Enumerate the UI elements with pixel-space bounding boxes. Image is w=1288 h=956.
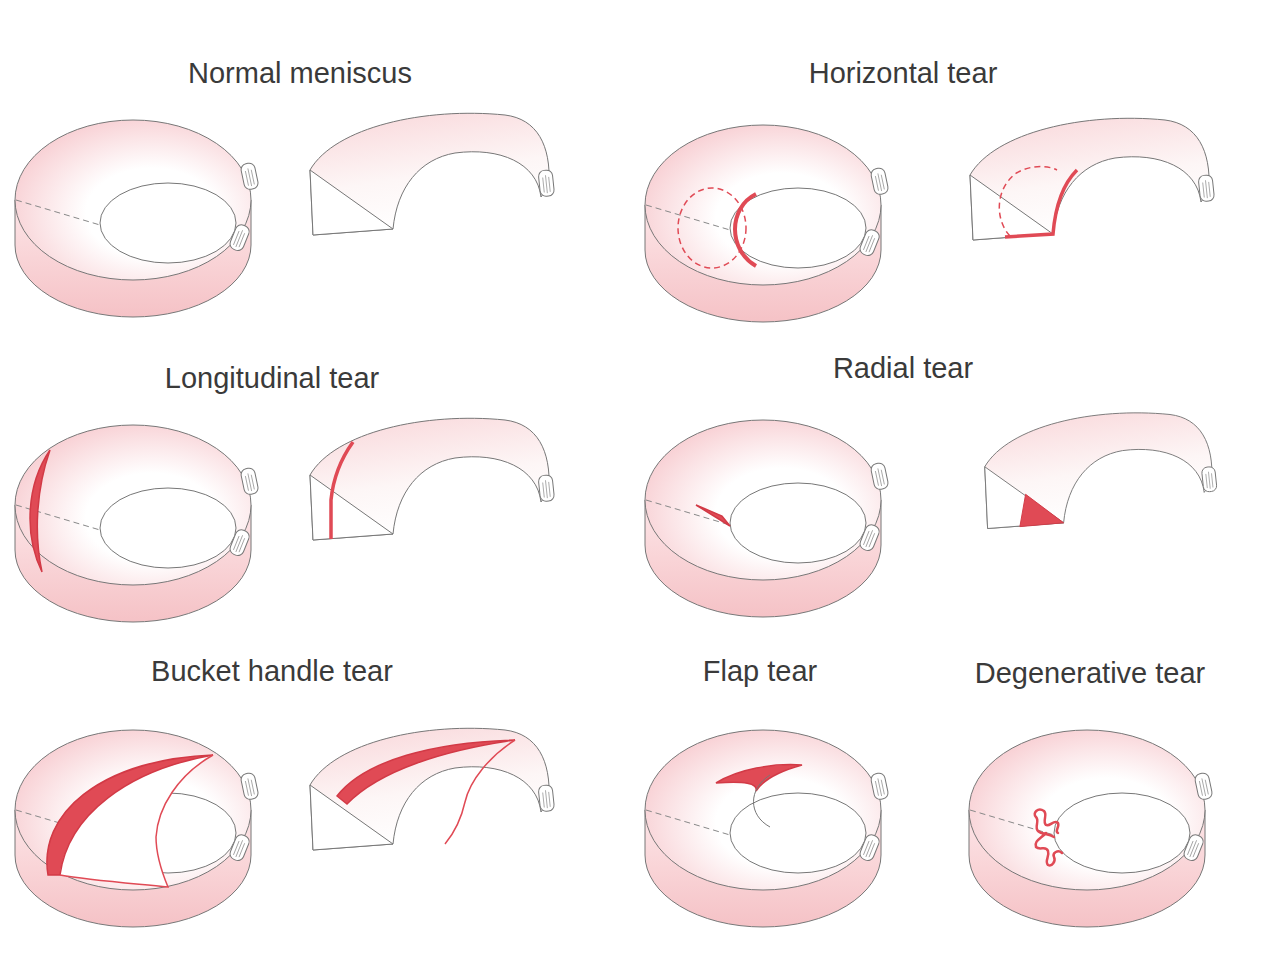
tear-mark [735,194,756,266]
tear-mark [1005,170,1077,237]
tear-mark [696,505,730,526]
meniscus-top-view [645,730,889,927]
meniscus-top-view [15,120,259,317]
tear-edge [60,755,213,887]
meniscus-section [310,728,555,850]
tear-mark [30,450,50,572]
panel-title: Normal meniscus [188,58,412,90]
meniscus-top-view [645,420,889,617]
panel-title: Flap tear [703,656,817,688]
meniscus-top-view [969,730,1213,927]
tear-mark [716,765,802,791]
tear-edge [754,775,771,827]
meniscus-top-view [15,425,259,622]
panel-title: Longitudinal tear [165,363,379,395]
tear-mark [337,740,515,804]
meniscus-section [985,413,1217,529]
panel-title: Degenerative tear [975,658,1206,690]
tear-edge [445,740,515,844]
meniscus-section [970,118,1215,240]
tear-outline [999,167,1057,236]
meniscus-top-view [645,125,889,322]
meniscus-top-view [15,730,259,927]
meniscus-section [310,418,555,540]
tear-mark [1035,810,1062,866]
panel-title: Horizontal tear [809,58,998,90]
panel-title: Bucket handle tear [151,656,393,688]
panel-title: Radial tear [833,353,973,385]
tear-mark [331,442,353,539]
meniscus-section [310,113,555,235]
tear-mark [1020,494,1064,526]
